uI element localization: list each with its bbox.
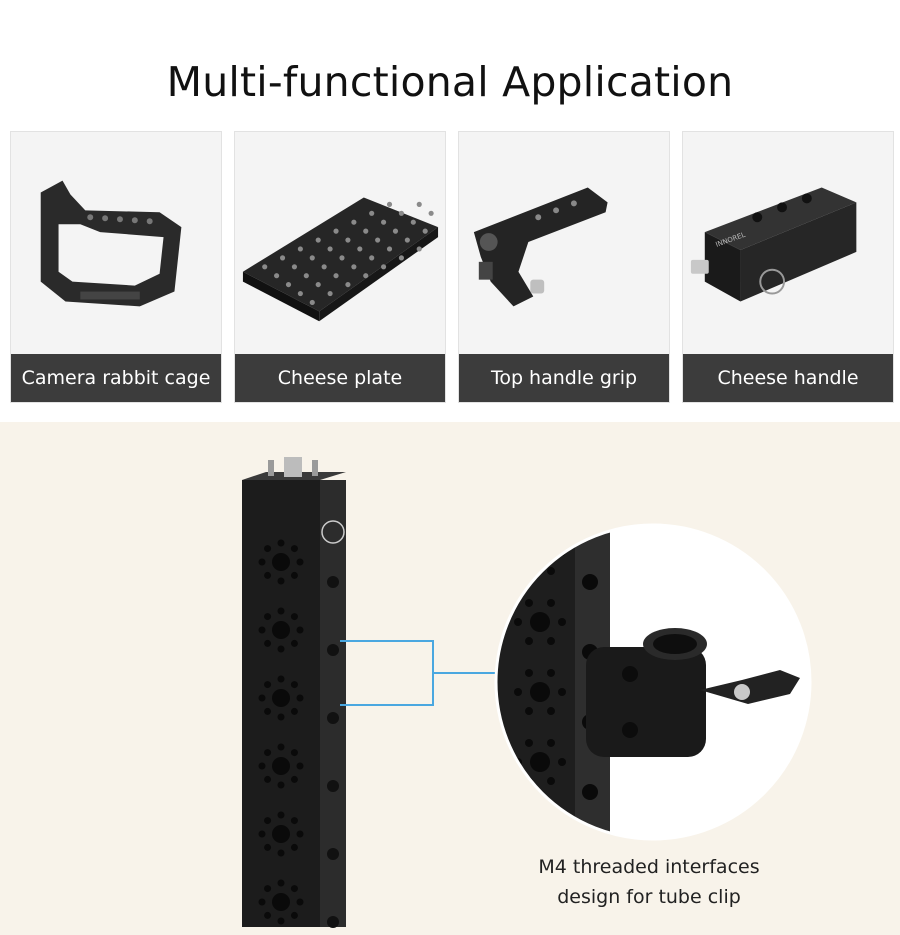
application-label: Camera rabbit cage [11, 354, 221, 402]
tube-clip [586, 647, 706, 757]
application-card-camera-cage: Camera rabbit cage [10, 131, 222, 403]
page-title: Multi-functional Application [166, 58, 734, 106]
logo-mark [321, 520, 345, 544]
camera-cage-image [40, 180, 182, 307]
top-handle-image [473, 187, 608, 307]
application-label: Cheese handle [683, 354, 893, 402]
tube-clip-knob [700, 670, 800, 704]
application-label: Top handle grip [459, 354, 669, 402]
application-card-cheese-handle: INNOREL Cheese handle [682, 131, 894, 403]
bar-holes [258, 539, 339, 928]
caption-line-1: M4 threaded interfaces [538, 856, 760, 878]
application-card-cheese-plate: Cheese plate [234, 131, 446, 403]
cheese-handle-image: INNOREL [690, 187, 857, 302]
application-card-top-handle: Top handle grip [458, 131, 670, 403]
top-screw [284, 457, 302, 477]
callout-bracket [340, 640, 434, 706]
product-detail-illustration [242, 457, 812, 928]
application-label: Cheese plate [235, 354, 445, 402]
detail-caption: M4 threaded interfaces design for tube c… [498, 852, 800, 912]
caption-line-2: design for tube clip [557, 886, 741, 908]
cheese-plate-image [242, 197, 439, 322]
